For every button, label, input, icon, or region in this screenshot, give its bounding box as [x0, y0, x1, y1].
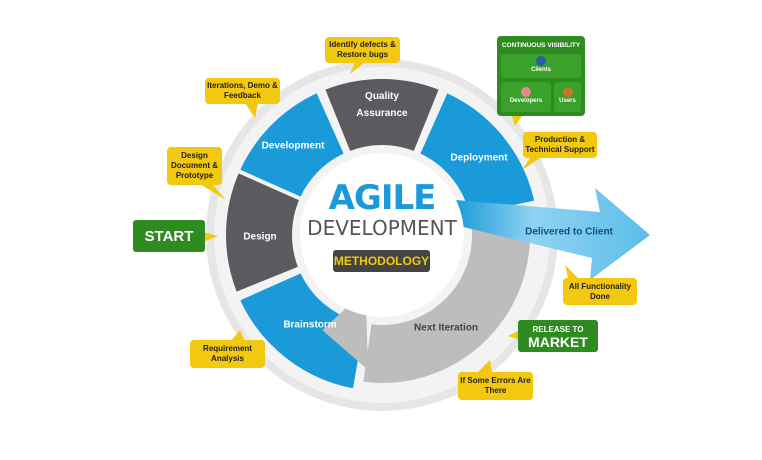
center-title: AGILE [328, 178, 437, 218]
note-delivered: All Functionality Done [563, 278, 637, 305]
segment-quality-assurance [320, 75, 444, 156]
methodology-badge: METHODOLOGY [333, 250, 430, 272]
note-brainstorm: Requirement Analysis [190, 340, 265, 368]
stage-brainstorm: Brainstorm [283, 319, 337, 331]
clients-cell: Clients [501, 54, 581, 78]
note-qa: Identify defects & Restore bugs [325, 37, 400, 63]
stage-delivered: Delivered to Client [525, 226, 613, 238]
delivered-arrow [455, 188, 650, 280]
note-next-iteration: If Some Errors Are There [458, 372, 533, 400]
start-badge: START [133, 220, 205, 252]
developers-cell: Developers [501, 82, 551, 112]
stage-deployment: Deployment [450, 152, 508, 164]
center-circle [300, 153, 464, 317]
stage-next-iteration: Next Iteration [414, 322, 478, 334]
note-development: Iterations, Demo & Feedback [205, 78, 280, 104]
segment-design [222, 168, 304, 297]
note-design: Design Document & Prototype [167, 147, 222, 185]
developer-avatar-icon [521, 87, 531, 97]
segment-deployment [415, 88, 539, 219]
stage-design: Design [243, 231, 277, 243]
user-avatar-icon [562, 87, 573, 97]
users-cell: Users [554, 82, 581, 112]
segment-development [231, 88, 349, 207]
continuous-visibility-panel: CONTINUOUS VISIBILITY Clients Developers… [497, 36, 585, 116]
client-avatar-icon [536, 56, 546, 66]
stage-development: Development [261, 140, 325, 152]
note-deployment: Production & Technical Support [523, 132, 597, 158]
segment-next-iteration [359, 206, 534, 387]
visibility-title: CONTINUOUS VISIBILITY [501, 42, 581, 49]
center-subtitle: DEVELOPMENT [307, 216, 457, 240]
